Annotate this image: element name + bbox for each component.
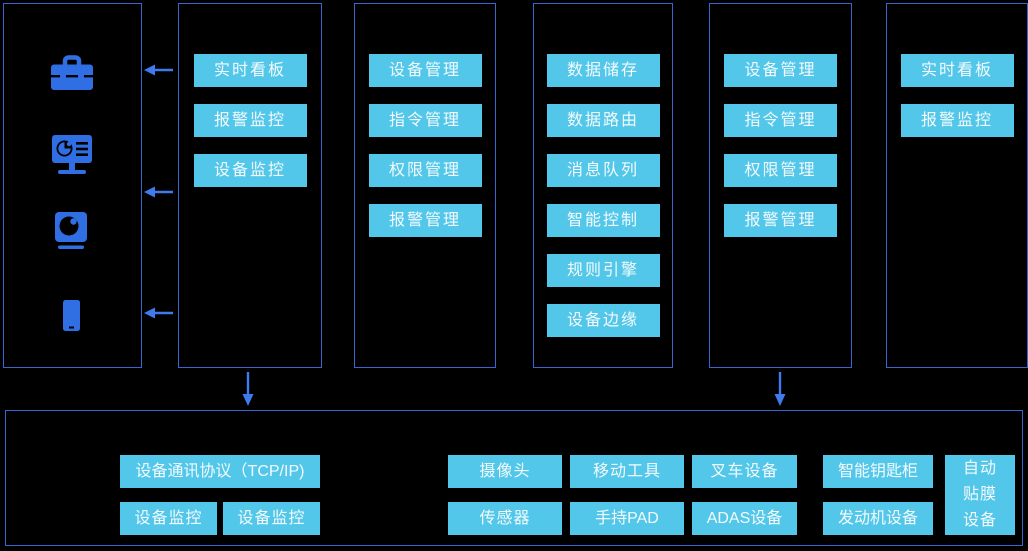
diagram-node: 数据储存 (546, 54, 660, 87)
diagram-node: 手持PAD (570, 502, 684, 535)
diagram-node: 设备通讯协议（TCP/IP) (120, 455, 320, 488)
diagram-node: 叉车设备 (692, 455, 797, 488)
diagram-node: 设备监控 (193, 154, 307, 187)
left-arrow-icon (144, 64, 173, 76)
dashboard-monitor-icon (52, 135, 92, 174)
box-device-mgmt-left: 设备管理 指令管理 权限管理 报警管理 (354, 3, 496, 368)
diagram-node: 权限管理 (724, 154, 837, 187)
diagram-node: 权限管理 (368, 154, 482, 187)
diagram-node: 传感器 (448, 502, 562, 535)
diagram-node: 设备管理 (724, 54, 837, 87)
diagram-node: 报警监控 (193, 104, 307, 137)
diagram-node: 指令管理 (368, 104, 482, 137)
diagram-node: 发动机设备 (823, 502, 933, 535)
diagram-node: 消息队列 (546, 154, 660, 187)
box-device-mgmt-right: 设备管理 指令管理 权限管理 报警管理 (709, 3, 852, 368)
toolbox-icon (51, 55, 93, 90)
diagram-node: 摄像头 (448, 455, 562, 488)
diagram-node: 自动贴膜设备 (945, 455, 1015, 535)
diagram-node: 数据路由 (546, 104, 660, 137)
box-client-devices (3, 3, 142, 368)
diagram-node: 智能钥匙柜 (823, 455, 933, 488)
left-arrow-icon (144, 186, 173, 198)
left-arrow-icon (144, 307, 173, 319)
camera-icon (55, 212, 87, 249)
diagram-node: 设备监控 (223, 502, 320, 535)
diagram-node: ADAS设备 (692, 502, 797, 535)
diagram-node: 规则引擎 (546, 254, 660, 287)
diagram-node: 报警管理 (368, 204, 482, 237)
diagram-node: 报警管理 (724, 204, 837, 237)
down-arrow-icon (774, 372, 786, 406)
smartphone-icon (63, 300, 80, 331)
box-monitoring: 实时看板 报警监控 设备监控 (178, 3, 322, 368)
diagram-node: 设备边缘 (546, 304, 660, 337)
diagram-node: 智能控制 (546, 204, 660, 237)
diagram-node: 移动工具 (570, 455, 684, 488)
diagram-node: 实时看板 (900, 54, 1014, 87)
diagram-node: 报警监控 (900, 104, 1014, 137)
box-dashboard-right: 实时看板 报警监控 (886, 3, 1028, 368)
diagram-node: 实时看板 (193, 54, 307, 87)
diagram-node: 指令管理 (724, 104, 837, 137)
diagram-node: 设备监控 (120, 502, 217, 535)
diagram-node: 设备管理 (368, 54, 482, 87)
box-core-services: 数据储存 数据路由 消息队列 智能控制 规则引擎 设备边缘 (533, 3, 673, 368)
box-device-access: 设备通讯协议（TCP/IP) 设备监控 设备监控 摄像头 移动工具 叉车设备 智… (5, 410, 1023, 546)
down-arrow-icon (242, 372, 254, 406)
